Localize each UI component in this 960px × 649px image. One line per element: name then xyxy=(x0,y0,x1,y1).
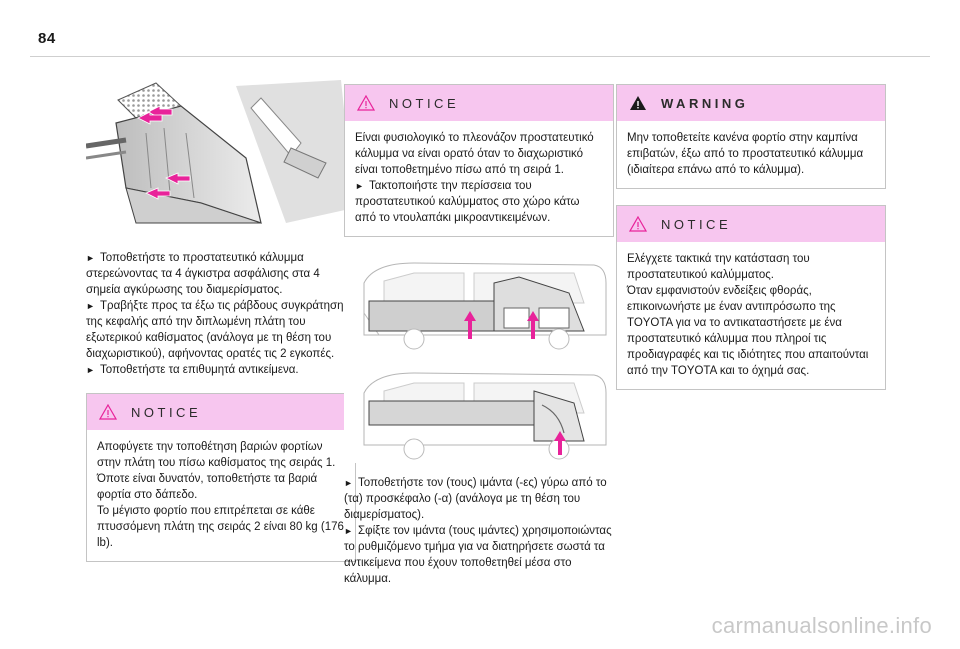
vehicle-side-illustration-2 xyxy=(344,363,614,463)
col2-step-2: ►Σφίξτε τον ιμάντα (τους ιμάντες) χρησιμ… xyxy=(344,525,612,585)
notice-title: NOTICE xyxy=(389,95,460,111)
hook-arrow-icons xyxy=(137,105,191,200)
col1-step-3: ►Τοποθετήστε τα επιθυμητά αντικείμενα. xyxy=(86,364,299,376)
col2-steps: ►Τοποθετήστε τον (τους) ιμάντα (-ες) γύρ… xyxy=(344,475,614,587)
bullet-icon: ► xyxy=(344,526,353,536)
notice-triangle-icon xyxy=(629,216,647,232)
cover-hooks-drawing xyxy=(85,80,354,224)
page-number: 84 xyxy=(38,30,56,47)
notice-body: Ελέγχετε τακτικά την κατάσταση του προστ… xyxy=(617,242,885,389)
warning-triangle-icon xyxy=(630,96,646,110)
cover-hooks-illustration xyxy=(85,78,356,238)
strap-arrow-icons xyxy=(554,431,566,455)
notice-triangle-icon xyxy=(99,404,117,420)
col1-notice-box: NOTICE Αποφύγετε την τοποθέτηση βαριών φ… xyxy=(86,393,356,562)
bullet-icon: ► xyxy=(86,365,95,375)
notice-header: NOTICE xyxy=(87,394,355,430)
bullet-icon: ► xyxy=(344,478,353,488)
warning-header: WARNING xyxy=(617,85,885,121)
notice-line: ►Τακτοποιήστε την περίσσεια του προστατε… xyxy=(355,180,580,224)
col3-notice-box: NOTICE Ελέγχετε τακτικά την κατάσταση το… xyxy=(616,205,886,390)
bullet-icon: ► xyxy=(355,181,364,191)
column-2: NOTICE Είναι φυσιολογικό το πλεονάζον πρ… xyxy=(344,84,614,587)
watermark: carmanualsonline.info xyxy=(711,613,932,638)
col2-step-1: ►Τοποθετήστε τον (τους) ιμάντα (-ες) γύρ… xyxy=(344,477,607,521)
notice-line: Είναι φυσιολογικό το πλεονάζον προστατευ… xyxy=(355,132,594,176)
col3-warning-box: WARNING Μην τοποθετείτε κανένα φορτίο στ… xyxy=(616,84,886,189)
notice-header: NOTICE xyxy=(617,206,885,242)
col1-steps: ►Τοποθετήστε το προστατευτικό κάλυμμα στ… xyxy=(86,250,356,378)
notice-body: Είναι φυσιολογικό το πλεονάζον προστατευ… xyxy=(345,121,613,236)
bullet-icon: ► xyxy=(86,253,95,263)
warning-line: Μην τοποθετείτε κανένα φορτίο στην καμπί… xyxy=(627,132,864,176)
warning-body: Μην τοποθετείτε κανένα φορτίο στην καμπί… xyxy=(617,121,885,188)
warning-title: WARNING xyxy=(661,95,749,111)
col1-step-2: ►Τραβήξτε προς τα έξω τις ράβδους συγκρά… xyxy=(86,300,350,360)
notice-body: Αποφύγετε την τοποθέτηση βαριών φορτίων … xyxy=(87,430,355,561)
notice-line: Όταν εμφανιστούν ενδείξεις φθοράς, επικο… xyxy=(627,285,869,377)
notice-header: NOTICE xyxy=(345,85,613,121)
column-3: WARNING Μην τοποθετείτε κανένα φορτίο στ… xyxy=(616,84,886,390)
vehicle-cover-drawing-1 xyxy=(363,262,607,350)
notice-triangle-icon xyxy=(357,95,375,111)
notice-line: Το μέγιστο φορτίο που επιτρέπεται σε κάθ… xyxy=(97,505,344,549)
notice-title: NOTICE xyxy=(131,404,202,420)
vehicle-cover-drawing-2 xyxy=(363,372,607,460)
col2-notice-box: NOTICE Είναι φυσιολογικό το πλεονάζον πρ… xyxy=(344,84,614,237)
column-1: ►Τοποθετήστε το προστατευτικό κάλυμμα στ… xyxy=(85,78,356,562)
col1-step-1: ►Τοποθετήστε το προστατευτικό κάλυμμα στ… xyxy=(86,252,320,296)
strap-arrow-icons xyxy=(464,311,539,339)
top-divider xyxy=(30,56,930,57)
bullet-icon: ► xyxy=(86,301,95,311)
notice-line: Ελέγχετε τακτικά την κατάσταση του προστ… xyxy=(627,253,810,281)
notice-title: NOTICE xyxy=(661,216,732,232)
notice-line: Αποφύγετε την τοποθέτηση βαριών φορτίων … xyxy=(97,441,336,501)
vehicle-side-illustration-1 xyxy=(344,253,614,353)
